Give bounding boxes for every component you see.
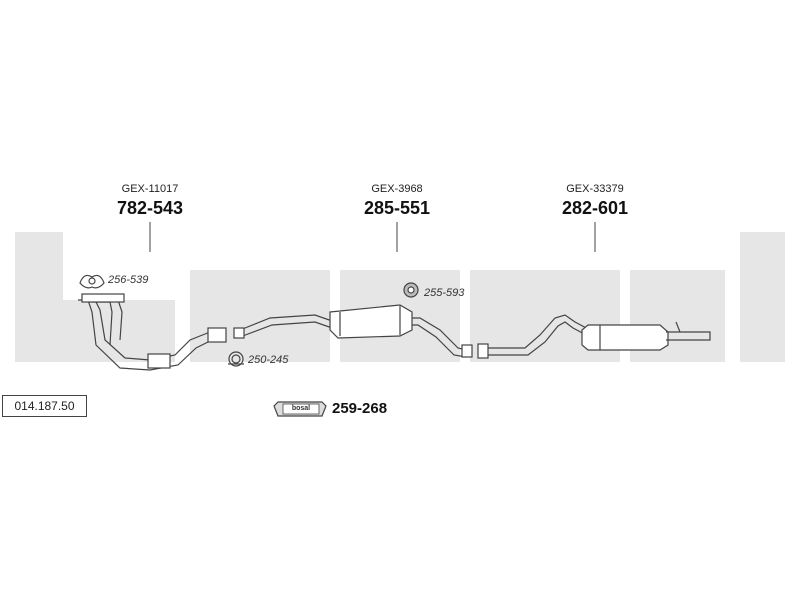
front-pipe-782-543 [78,293,227,371]
component-part-782-543: 782-543 [116,198,184,218]
component-part-282-601: 282-601 [561,198,629,218]
kit-part-259-268: 259-268 [332,400,388,417]
component-code-gex-3968: GEX-3968 [371,183,423,195]
component-code-gex-33379: GEX-33379 [566,183,624,195]
accessory-part-250-245: 250-245 [248,354,289,366]
component-code-gex-11017: GEX-11017 [121,183,179,195]
reference-number-box: 014.187.50 [2,395,87,417]
bosal-watermark [15,232,785,362]
rear-muffler-282-601 [477,314,711,359]
kit-badge-text: bosal [291,405,311,412]
gasket-icon [79,274,105,289]
clamp-ring-icon [228,351,244,367]
rubber-mount-icon [403,282,419,298]
accessory-part-256-539: 256-539 [108,274,149,286]
middle-muffler-285-551 [233,304,473,358]
component-part-285-551: 285-551 [363,198,431,218]
mounting-kit-icon [273,401,327,417]
accessory-part-255-593: 255-593 [424,287,465,299]
